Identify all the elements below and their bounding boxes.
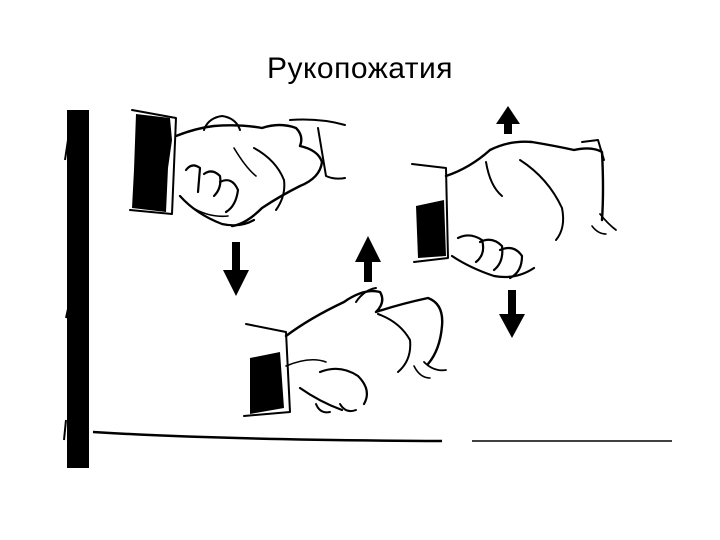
arrow-up-icon [496,106,520,134]
arrow-down-icon [223,242,249,296]
arrow-up-icon [355,236,381,282]
handshake-bottom-middle [243,287,447,417]
slide-title: Рукопожатия [266,52,454,85]
bottom-lines [92,430,672,443]
cuff-shading [250,352,284,414]
handshake-top-left [129,109,346,228]
arrow-down-icon [499,290,525,338]
cuff-shading [132,114,172,212]
left-border-bar [63,110,89,468]
cuff-shading [416,200,446,258]
handshake-right [411,139,617,280]
